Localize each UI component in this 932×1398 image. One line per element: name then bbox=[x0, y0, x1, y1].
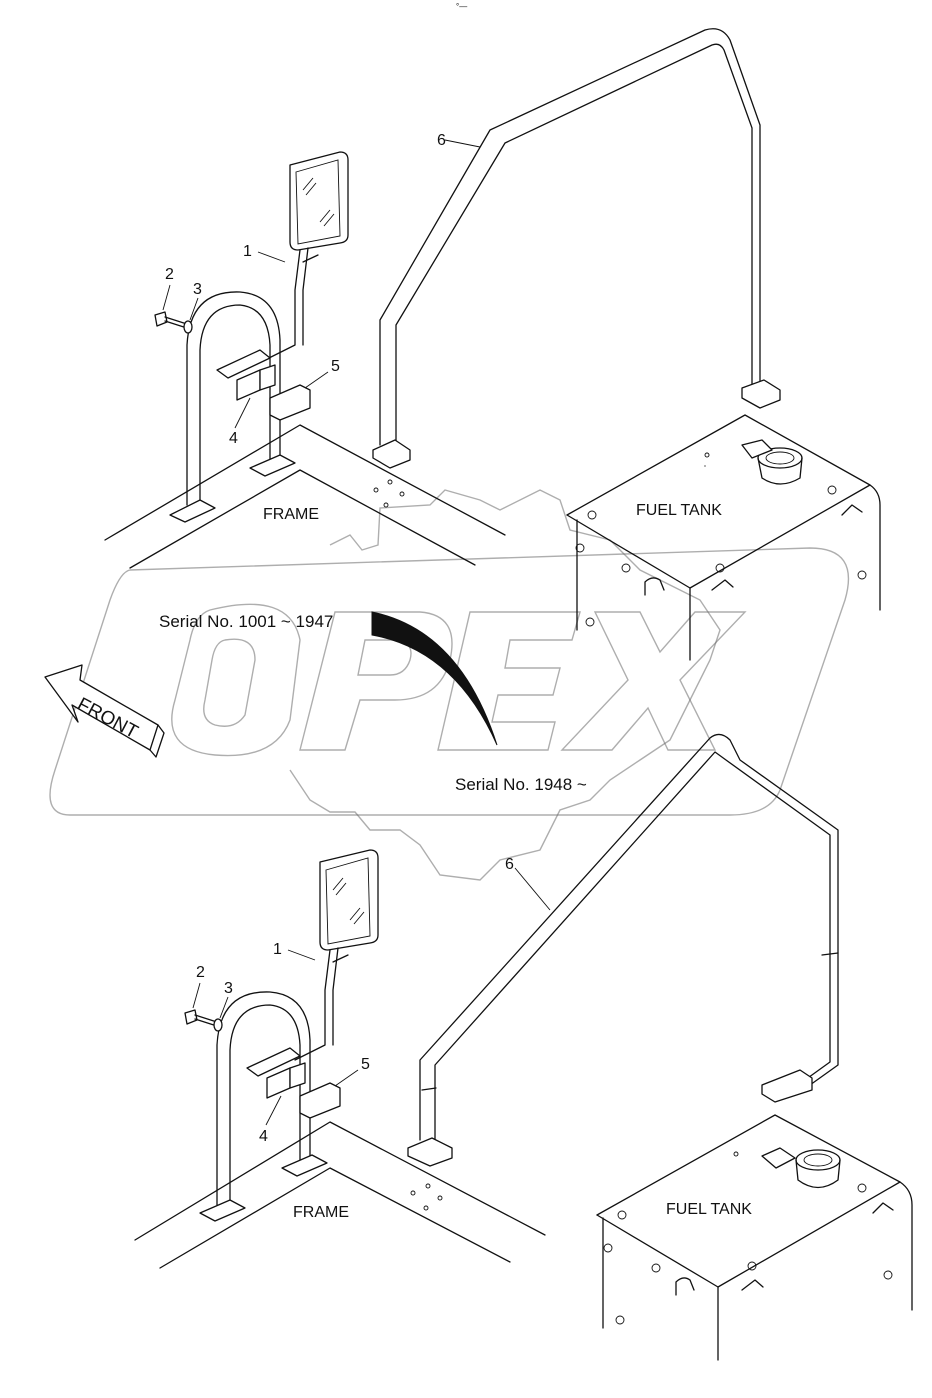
bottom-frame: FRAME bbox=[134, 1121, 546, 1269]
top-clamp-5: 5 bbox=[269, 358, 340, 421]
top-callout-3: 3 bbox=[193, 281, 202, 298]
top-mirror-1: 1 bbox=[243, 151, 349, 361]
top-callout-6: 6 bbox=[437, 132, 446, 149]
bottom-bracket-4: 4 bbox=[246, 1047, 306, 1145]
watermark-gear bbox=[289, 489, 721, 881]
top-frame-label: FRAME bbox=[263, 506, 319, 523]
top-bracket-4: 4 bbox=[216, 349, 276, 447]
bottom-mirror-1: 1 bbox=[273, 849, 379, 1061]
bottom-clamp-5: 5 bbox=[299, 1056, 370, 1119]
front-arrow: FRONT bbox=[44, 664, 165, 758]
bottom-u-rail bbox=[199, 991, 328, 1222]
serial-bottom-label: Serial No. 1948 ~ bbox=[455, 775, 587, 794]
bottom-callout-1: 1 bbox=[273, 941, 282, 958]
top-callout-2: 2 bbox=[165, 266, 174, 283]
transition-arrow bbox=[371, 611, 498, 746]
bottom-frame-label: FRAME bbox=[293, 1204, 349, 1221]
bottom-callout-4: 4 bbox=[259, 1128, 268, 1145]
top-callout-4: 4 bbox=[229, 430, 238, 447]
bottom-bolt-2: 2 3 bbox=[184, 964, 233, 1032]
watermark-letter-e bbox=[437, 611, 581, 751]
top-bolt-2: 2 3 bbox=[154, 266, 202, 334]
top-frame: FRAME bbox=[104, 424, 506, 569]
bottom-callout-3: 3 bbox=[224, 980, 233, 997]
bottom-tank-label: FUEL TANK bbox=[666, 1201, 752, 1218]
bottom-callout-5: 5 bbox=[361, 1056, 370, 1073]
bottom-view: FRAME FUEL TANK bbox=[134, 733, 913, 1361]
top-handrail-6: 6 bbox=[372, 28, 781, 469]
watermark-oval bbox=[49, 547, 850, 816]
header-mark: °— bbox=[456, 2, 467, 11]
bottom-callout-2: 2 bbox=[196, 964, 205, 981]
top-tank-label: FUEL TANK bbox=[636, 502, 722, 519]
watermark-letter-o bbox=[171, 603, 301, 757]
top-callout-1: 1 bbox=[243, 243, 252, 260]
top-u-rail bbox=[169, 291, 296, 523]
top-callout-5: 5 bbox=[331, 358, 340, 375]
bottom-handrail-6: 6 bbox=[407, 733, 839, 1167]
watermark-letter-x bbox=[560, 611, 747, 751]
top-fuel-tank: FUEL TANK bbox=[566, 414, 881, 661]
opex-watermark bbox=[49, 489, 850, 881]
top-view: FRAME FUEL TANK bbox=[104, 28, 881, 661]
bottom-fuel-tank: FUEL TANK bbox=[596, 1114, 913, 1361]
bottom-callout-6: 6 bbox=[505, 856, 514, 873]
serial-top-label: Serial No. 1001 ~ 1947 bbox=[159, 612, 333, 631]
